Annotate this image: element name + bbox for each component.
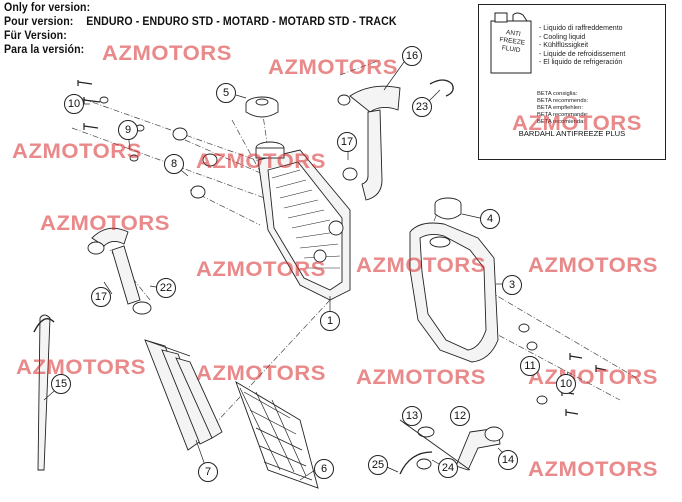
version-label-en: Only for version: <box>4 2 91 14</box>
callout-9: 9 <box>118 120 138 140</box>
watermark: AZMOTORS <box>196 258 326 281</box>
callout-13: 13 <box>402 406 422 426</box>
callout-1: 1 <box>320 311 340 331</box>
watermark: AZMOTORS <box>512 112 642 135</box>
coolant-names: - Liquido di raffreddemento - Cooling li… <box>539 25 625 68</box>
coolant-name-de: - Kühlflüssigkeit <box>539 42 589 50</box>
coolant-name-it: - Liquido di raffreddemento <box>539 25 623 32</box>
watermark: AZMOTORS <box>356 366 486 389</box>
antifreeze-bottle-icon: ANTI FREEZE FLUID <box>490 12 532 74</box>
callout-25: 25 <box>368 455 388 475</box>
callout-14: 14 <box>498 450 518 470</box>
svg-text:FREEZE: FREEZE <box>499 36 526 47</box>
watermark: AZMOTORS <box>528 366 658 389</box>
callout-6: 6 <box>314 459 334 479</box>
callout-22: 22 <box>156 278 176 298</box>
recommend-it: BETA consiglia: <box>537 91 578 97</box>
recommend-de: BETA empfiehlen: <box>537 105 583 111</box>
svg-text:FLUID: FLUID <box>501 45 521 55</box>
callout-11: 11 <box>520 356 540 376</box>
callout-10: 10 <box>64 94 84 114</box>
watermark: AZMOTORS <box>528 254 658 277</box>
watermark: AZMOTORS <box>40 212 170 235</box>
version-row-3: Für Version: <box>4 30 80 42</box>
watermark: AZMOTORS <box>102 42 232 65</box>
callout-17: 17 <box>337 132 357 152</box>
callout-17: 17 <box>91 287 111 307</box>
callout-4: 4 <box>480 209 500 229</box>
version-label-es: Para la versión: <box>4 44 85 56</box>
version-list: ENDURO - ENDURO STD - MOTARD - MOTARD ST… <box>86 16 397 28</box>
antifreeze-info-box: ANTI FREEZE FLUID - Liquido di raffredde… <box>478 4 666 160</box>
callout-12: 12 <box>450 406 470 426</box>
watermark: AZMOTORS <box>528 458 658 481</box>
watermark: AZMOTORS <box>12 140 142 163</box>
watermark: AZMOTORS <box>16 356 146 379</box>
callout-5: 5 <box>216 83 236 103</box>
recommended-product: BARDAHL ANTIFREEZE PLUS <box>518 129 626 138</box>
coolant-name-es: - El liquido de refrigeración <box>539 59 623 67</box>
callout-8: 8 <box>164 154 184 174</box>
version-row-4: Para la versión: <box>4 44 97 56</box>
watermark: AZMOTORS <box>196 150 326 173</box>
watermark: AZMOTORS <box>268 56 398 79</box>
recommend-fr: BETA recommande: <box>537 112 589 118</box>
callout-7: 7 <box>198 462 218 482</box>
coolant-name-en: - Cooling liquid <box>539 33 586 41</box>
callout-10: 10 <box>556 374 576 394</box>
version-label-de: Für Version: <box>4 30 67 42</box>
svg-text:ANTI: ANTI <box>506 29 522 38</box>
callout-23: 23 <box>412 97 432 117</box>
recommend-en: BETA recommends: <box>537 98 589 104</box>
version-row-1: Only for version: <box>4 2 103 14</box>
callout-16: 16 <box>402 46 422 66</box>
callout-15: 15 <box>51 374 71 394</box>
watermark: AZMOTORS <box>196 362 326 385</box>
callout-24: 24 <box>438 458 458 478</box>
callout-3: 3 <box>502 275 522 295</box>
recommendation-lines: BETA consiglia: BETA recommends: BETA em… <box>537 91 588 126</box>
coolant-name-fr: - Liquide de refroidissement <box>539 50 626 58</box>
version-row-2: Pour version: ENDURO - ENDURO STD - MOTAR… <box>4 16 397 28</box>
recommend-es: BETA recomienda: <box>537 119 585 125</box>
watermark: AZMOTORS <box>356 254 486 277</box>
version-label-fr: Pour version: <box>4 16 74 28</box>
